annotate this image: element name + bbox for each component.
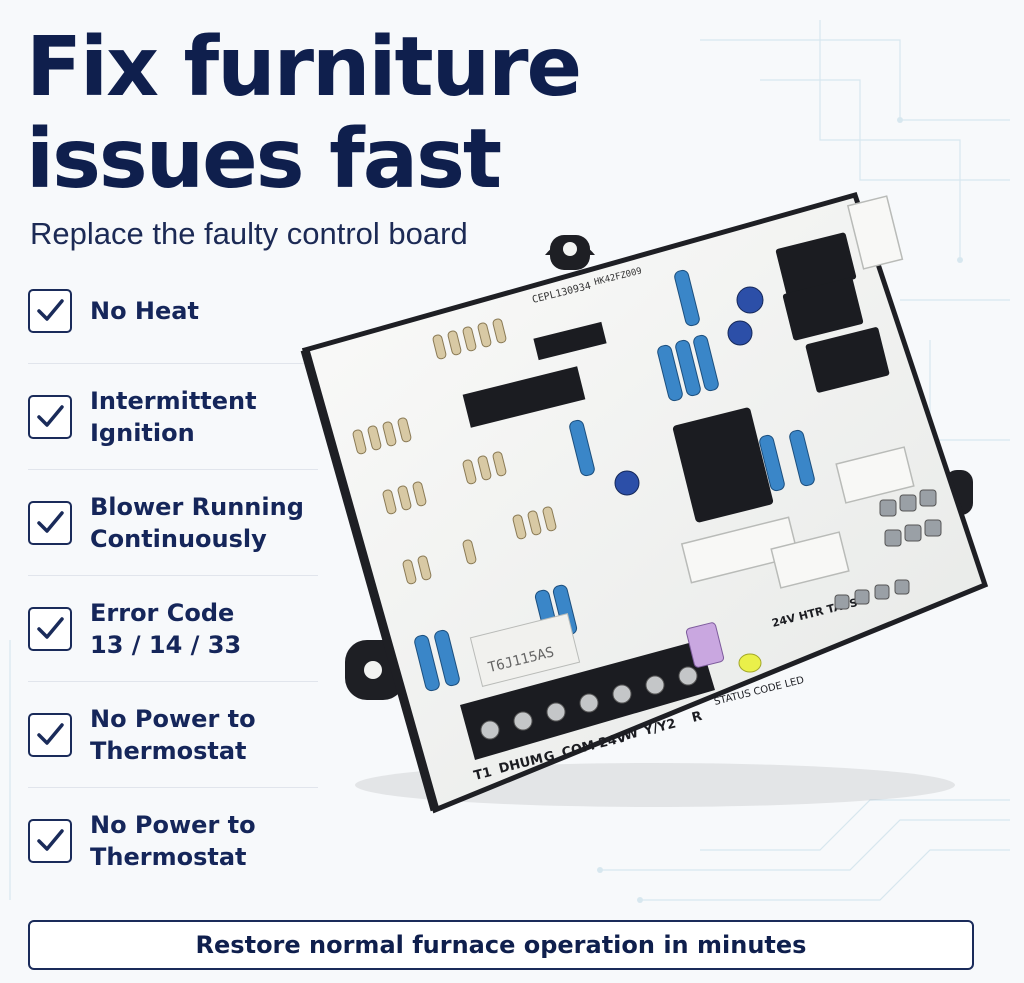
list-item: No Heat	[28, 258, 318, 364]
terminal-label: R	[690, 709, 703, 726]
checkmark-icon	[28, 606, 72, 651]
issue-label: Intermittent Ignition	[90, 386, 257, 447]
small-resistor	[352, 318, 557, 585]
issue-label: No Power to Thermostat	[90, 704, 256, 765]
footer-banner: Restore normal furnace operation in minu…	[28, 920, 974, 970]
terminal-label: G	[542, 749, 556, 766]
list-item: Intermittent Ignition	[28, 364, 318, 470]
subheadline: Replace the faulty control board	[30, 216, 468, 251]
list-item: Blower Running Continuously	[28, 470, 318, 576]
checkmark-icon	[28, 394, 72, 439]
terminal-label: T1	[472, 765, 493, 784]
checkmark-icon	[28, 288, 72, 333]
white-connector	[680, 195, 915, 589]
issue-label: No Heat	[90, 296, 199, 325]
relay-block	[469, 613, 581, 687]
terminal-strip	[460, 640, 715, 760]
checkmark-icon	[28, 500, 72, 545]
issue-list: No Heat Intermittent Ignition Blower Run…	[28, 258, 318, 894]
issue-label: Error Code 13 / 14 / 33	[90, 598, 242, 659]
footer-text: Restore normal furnace operation in minu…	[195, 931, 807, 959]
control-board-illustration: T6J115AS T1 DHUM G COM 24V W Y/Y2 R STAT…	[300, 191, 989, 814]
checkmark-icon	[28, 712, 72, 757]
list-item: No Power to Thermostat	[28, 682, 318, 788]
relay	[672, 232, 890, 523]
issue-label: Blower Running Continuously	[90, 492, 304, 553]
list-item: Error Code 13 / 14 / 33	[28, 576, 318, 682]
headline: Fix furniture issues fast	[26, 20, 582, 207]
issue-label: No Power to Thermostat	[90, 811, 256, 871]
capacitor	[614, 286, 764, 496]
integrated-circuit	[462, 321, 607, 428]
terminal-label: W	[622, 726, 640, 744]
spade-terminal	[834, 489, 942, 610]
status-led	[738, 653, 762, 673]
checkmark-icon	[28, 819, 72, 863]
fuse	[685, 622, 725, 668]
list-item: No Power to Thermostat	[28, 788, 318, 894]
